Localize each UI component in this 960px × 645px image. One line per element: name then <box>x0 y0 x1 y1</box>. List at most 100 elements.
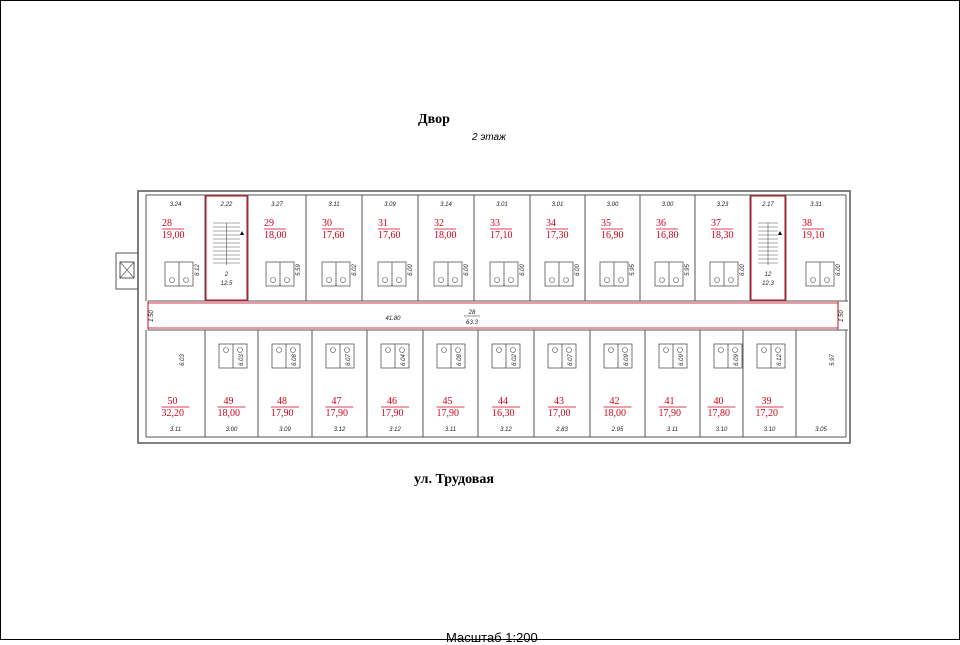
room-width-dim: 3.00 <box>226 427 238 433</box>
room-depth-dim: 5.97 <box>830 354 836 366</box>
room-area: 17,10 <box>490 230 513 241</box>
sink-icon <box>673 277 679 283</box>
corridor-number: 28 <box>468 310 476 316</box>
room-area: 18,00 <box>434 230 457 241</box>
stair-arrow-icon <box>240 231 244 235</box>
room-area: 19,10 <box>802 230 825 241</box>
sink-icon <box>732 347 738 353</box>
corridor-end-dim-left: 1.50 <box>149 310 155 322</box>
room-width-dim: 3.11 <box>328 202 339 208</box>
room-width-dim: 3.00 <box>607 202 619 208</box>
sink-icon <box>344 347 350 353</box>
toilet-icon <box>496 347 502 353</box>
room-number: 42 <box>610 396 620 407</box>
room-width-dim: 3.12 <box>334 427 346 433</box>
room-depth-dim: 6.07 <box>346 354 352 366</box>
room-area: 17,90 <box>326 408 349 419</box>
stair-number: 2 <box>224 272 229 278</box>
building-outline <box>137 190 851 444</box>
corridor-end-dim-right: 1.50 <box>839 310 845 322</box>
room-width-dim: 3.10 <box>716 427 728 433</box>
sink-icon <box>340 277 346 283</box>
room-number: 46 <box>387 396 397 407</box>
room-depth-dim: 5.95 <box>685 264 691 276</box>
toilet-icon <box>761 347 767 353</box>
room-number: 40 <box>714 396 724 407</box>
vent-box <box>119 261 135 279</box>
room-depth-dim: 6.09 <box>734 354 740 366</box>
room-area: 17,90 <box>659 408 682 419</box>
room-depth-dim: 6.00 <box>836 264 842 276</box>
room-width-dim: 3.10 <box>764 427 776 433</box>
room-width-dim: 3.11 <box>445 427 456 433</box>
toilet-icon <box>326 277 332 283</box>
room-width-dim: 3.09 <box>279 427 291 433</box>
room-width-dim: 3.11 <box>170 427 181 433</box>
room-number: 36 <box>656 218 666 229</box>
sink-icon <box>510 347 516 353</box>
room-number: 29 <box>264 218 274 229</box>
stair-highlight <box>205 195 248 301</box>
sink-icon <box>508 277 514 283</box>
room-number: 47 <box>332 396 342 407</box>
sink-icon <box>183 277 189 283</box>
room-width-dim: 2.83 <box>555 427 568 433</box>
sink-icon <box>455 347 461 353</box>
room-depth-dim: 6.09 <box>679 354 685 366</box>
room-width-dim: 3.09 <box>384 202 396 208</box>
room-number: 43 <box>554 396 564 407</box>
room-number: 31 <box>378 218 388 229</box>
sink-icon <box>824 277 830 283</box>
room-width-dim: 2.17 <box>761 202 774 208</box>
corridor-highlight <box>147 302 839 329</box>
room-area: 17,90 <box>381 408 404 419</box>
stair-area: 12.5 <box>221 281 233 287</box>
sink-icon <box>563 277 569 283</box>
sink-icon <box>237 347 243 353</box>
room-depth-dim: 6.03 <box>239 354 245 366</box>
room-area: 18,00 <box>218 408 241 419</box>
room-depth-dim: 6.00 <box>575 264 581 276</box>
stair-arrow-icon <box>778 231 782 235</box>
stair-number: 12 <box>765 272 772 278</box>
room-depth-dim: 6.03 <box>180 354 186 366</box>
toilet-icon <box>663 347 669 353</box>
sink-icon <box>290 347 296 353</box>
room-width-dim: 2.22 <box>220 202 233 208</box>
room-depth-dim: 6.09 <box>624 354 630 366</box>
room-number: 32 <box>434 218 444 229</box>
toilet-icon <box>223 347 229 353</box>
sink-icon <box>452 277 458 283</box>
sink-icon <box>775 347 781 353</box>
room-area: 17,00 <box>548 408 571 419</box>
stair-highlight <box>750 195 786 301</box>
room-number: 39 <box>762 396 772 407</box>
corridor-area: 63.3 <box>466 320 478 326</box>
vent-shaft <box>115 252 139 290</box>
room-area: 18,00 <box>604 408 627 419</box>
top-room: 2.22 2 12.5 <box>205 195 249 301</box>
room-depth-dim: 6.00 <box>520 264 526 276</box>
room-width-dim: 3.12 <box>389 427 401 433</box>
sink-icon <box>622 347 628 353</box>
room-area: 17,80 <box>708 408 731 419</box>
room-width-dim: 3.24 <box>170 202 182 208</box>
toilet-icon <box>659 277 665 283</box>
room-width-dim: 3.12 <box>500 427 512 433</box>
room-area: 19,00 <box>162 230 185 241</box>
room-depth-dim: 6.12 <box>777 354 783 366</box>
toilet-icon <box>385 347 391 353</box>
toilet-icon <box>270 277 276 283</box>
sink-icon <box>677 347 683 353</box>
toilet-icon <box>810 277 816 283</box>
room-depth-dim: 6.12 <box>195 264 201 276</box>
